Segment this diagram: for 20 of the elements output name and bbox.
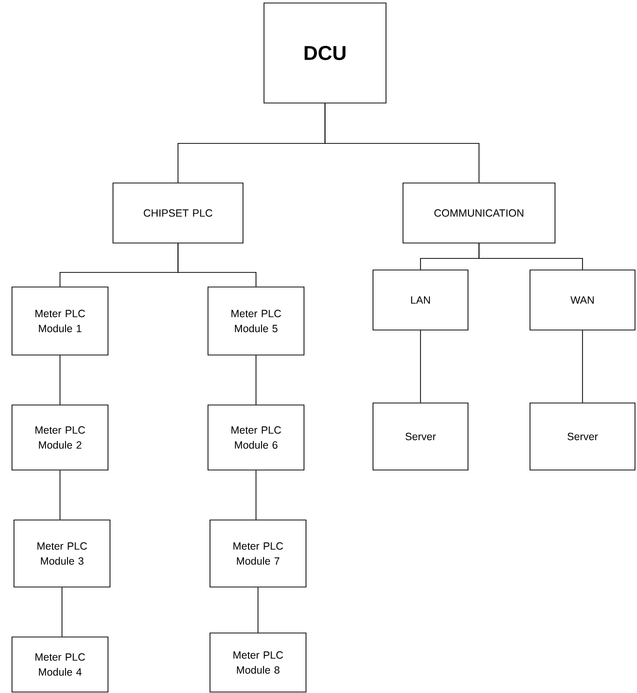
box: WAN bbox=[530, 270, 636, 330]
box: Meter PLC Module 1 bbox=[12, 286, 108, 356]
connector-line bbox=[324, 103, 480, 183]
box: DCU bbox=[264, 2, 386, 104]
box: Meter PLC Module 6 bbox=[208, 404, 304, 470]
box: Server bbox=[530, 402, 636, 470]
connector-line bbox=[420, 330, 421, 403]
box: Meter PLC Module 8 bbox=[210, 632, 306, 692]
box: Server bbox=[372, 402, 468, 470]
connector-line bbox=[582, 330, 583, 403]
box: CHIPSET PLC bbox=[112, 182, 244, 244]
box: Meter PLC Module 2 bbox=[12, 404, 108, 470]
connector-line bbox=[478, 243, 583, 270]
box: Meter PLC Module 3 bbox=[14, 520, 110, 588]
box: COMMUNICATION bbox=[402, 182, 556, 244]
box: Meter PLC Module 5 bbox=[208, 286, 304, 356]
connector-line bbox=[178, 243, 256, 287]
box: Meter PLC Module 7 bbox=[210, 520, 306, 588]
box: Meter PLC Module 4 bbox=[12, 636, 108, 692]
box: LAN bbox=[372, 270, 468, 330]
